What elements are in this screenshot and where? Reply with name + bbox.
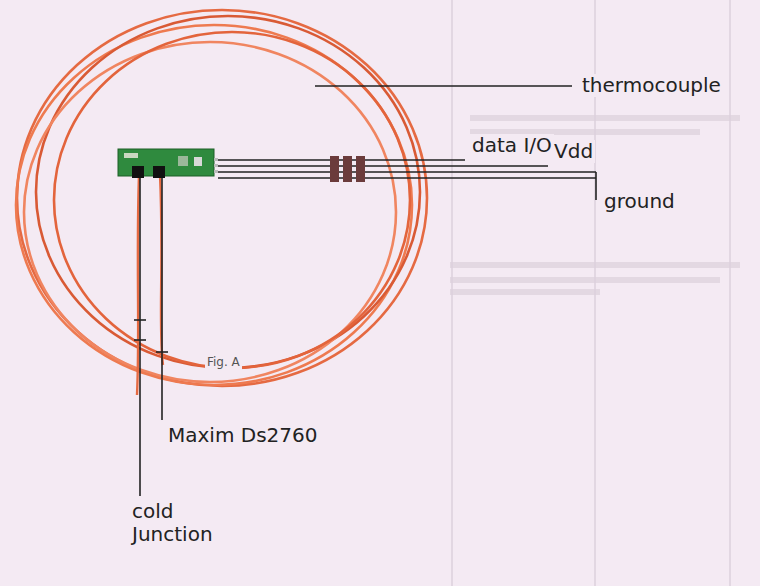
leader-line: [315, 85, 572, 87]
part-label: cold Junction: [130, 500, 224, 546]
figure-label: Fig. A: [205, 356, 242, 370]
signal-label: ground: [602, 190, 677, 213]
thermocouple-coil: [16, 10, 427, 386]
pin-leader-lines: [218, 160, 596, 200]
faint-grid-lines: [452, 0, 730, 586]
part-label: thermocouple: [580, 74, 723, 97]
thermocouple-leads: [137, 175, 163, 395]
part-label: Maxim Ds2760: [166, 424, 319, 447]
signal-label: data I/O: [470, 134, 554, 157]
signal-label: Vdd: [552, 140, 595, 163]
pin-connector: [330, 156, 365, 182]
lead-leader-lines: [134, 178, 168, 496]
pcb-board: [118, 149, 218, 178]
